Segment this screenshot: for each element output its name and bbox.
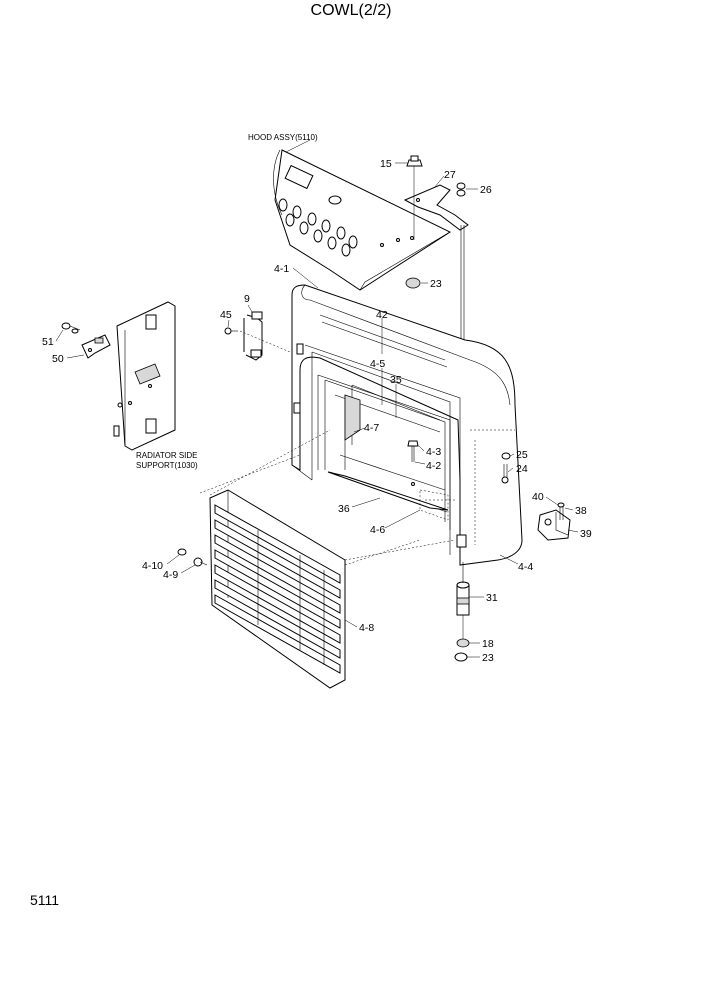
bolt-24 (501, 464, 509, 484)
part-label-51: 51 (42, 336, 54, 348)
part-label-4-2: 4-2 (426, 460, 441, 472)
callout-radiator-support-2: SUPPORT(1030) (136, 461, 198, 470)
bolt-4-3 (407, 440, 419, 486)
part-label-15: 15 (380, 158, 392, 170)
part-label-42: 42 (376, 309, 388, 321)
washer-25 (501, 452, 511, 460)
part-label-4-8: 4-8 (359, 622, 374, 634)
washer-4-10 (177, 548, 187, 556)
part-label-4-9: 4-9 (163, 569, 178, 581)
bolt-45 (224, 327, 238, 335)
hinge-bracket-27 (403, 184, 469, 231)
part-label-39: 39 (580, 528, 592, 540)
part-label-4-4: 4-4 (518, 561, 533, 573)
hood-vent-holes (278, 198, 358, 257)
part-label-18: 18 (482, 638, 494, 650)
hood-assembly (273, 149, 452, 291)
page-number: 5111 (30, 892, 59, 908)
cowl-frame (291, 284, 523, 566)
part-label-24: 24 (516, 463, 528, 475)
part-label-4-5: 4-5 (370, 358, 385, 370)
hood-latch-icon (284, 164, 314, 190)
bumper-23-bottom (454, 652, 468, 662)
part-label-4-10: 4-10 (142, 560, 163, 572)
part-label-35: 35 (390, 374, 402, 386)
clip-50 (81, 334, 111, 359)
bolt-15 (406, 155, 423, 167)
part-label-45: 45 (220, 309, 232, 321)
part-label-4-3: 4-3 (426, 446, 441, 458)
bolt-51 (61, 322, 81, 334)
part-label-40: 40 (532, 491, 544, 503)
part-label-9: 9 (244, 293, 250, 305)
part-label-38: 38 (575, 505, 587, 517)
inner-frame (317, 374, 451, 530)
part-label-4-7: 4-7 (364, 422, 379, 434)
callout-hood-assy: HOOD ASSY(5110) (248, 133, 318, 142)
bumper-23-top (405, 277, 421, 289)
callout-radiator-support-1: RADIATOR SIDE (136, 451, 198, 460)
grille-4-8 (209, 489, 346, 689)
part-label-31: 31 (486, 592, 498, 604)
part-label-27: 27 (444, 169, 456, 181)
part-label-4-1: 4-1 (274, 263, 289, 275)
latch-39 (537, 509, 571, 541)
radiator-side-support (113, 301, 176, 451)
part-label-50: 50 (52, 353, 64, 365)
part-label-36: 36 (338, 503, 350, 515)
part-label-25: 25 (516, 449, 528, 461)
bolt-4-9 (193, 557, 208, 567)
part-label-23-bottom: 23 (482, 652, 494, 664)
part-label-4-6: 4-6 (370, 524, 385, 536)
washer-26 (456, 182, 466, 197)
part-label-26: 26 (480, 184, 492, 196)
pin-31 (456, 562, 470, 640)
page-title: COWL(2/2) (311, 2, 392, 19)
handle-9 (243, 311, 263, 361)
leader-lines (55, 139, 579, 658)
washer-18 (456, 638, 470, 648)
part-label-23-top: 23 (430, 278, 442, 290)
